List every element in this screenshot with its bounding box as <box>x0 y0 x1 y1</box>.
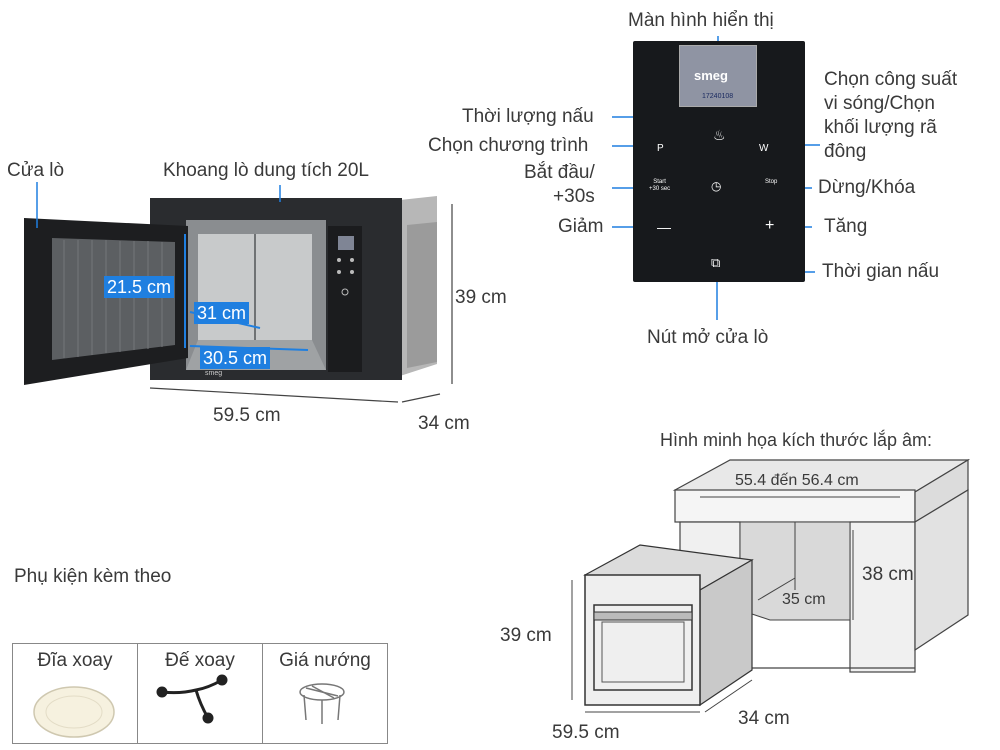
oven-button-dot <box>337 258 341 262</box>
cabinet-depth-label: 35 cm <box>782 591 826 608</box>
built-in-oven-drawing <box>583 544 754 707</box>
increase-label: Tăng <box>824 216 868 237</box>
power-label-line: Chọn công suất <box>824 69 958 90</box>
oven-door-button <box>341 288 349 296</box>
display-label: Màn hình hiển thị <box>628 10 774 31</box>
accessories-title: Phụ kiện kèm theo <box>14 566 172 587</box>
oven-button-dot <box>350 270 354 274</box>
clock-key-icon[interactable]: ◷ <box>711 179 722 193</box>
power-label-line: vi sóng/Chọn <box>824 93 935 114</box>
door-label: Cửa lò <box>7 160 65 181</box>
start-key-bottom: +30 sec <box>649 186 671 192</box>
control-panel: smeg 17240108 P W ♨ Start +30 sec ◷ Stop… <box>633 41 805 282</box>
panel-display-brand: smeg <box>694 68 728 83</box>
installation-dimension-lines <box>571 496 900 713</box>
oven-button-dot <box>337 270 341 274</box>
accessory-label: Đĩa xoay <box>37 650 113 671</box>
inner-height-tag: 21.5 cm <box>104 276 175 298</box>
depth-label: 34 cm <box>418 413 470 434</box>
inner-width-tag: 30.5 cm <box>200 347 271 369</box>
start-label-line: +30s <box>553 186 595 207</box>
accessory-cell: Đế xoay <box>137 643 263 744</box>
cabinet-width-label: 55.4 đến 56.4 cm <box>735 472 859 489</box>
oven-control-strip <box>328 226 362 372</box>
accessories-table: Đĩa xoay Đế xoay Giá nướng <box>12 643 388 744</box>
program-label: Chọn chương trình <box>428 135 589 156</box>
decrease-key-icon[interactable]: — <box>657 219 671 235</box>
oven-button-dot <box>350 258 354 262</box>
accessory-label: Giá nướng <box>279 650 371 671</box>
stop-label: Dừng/Khóa <box>818 177 916 198</box>
door-open-key-icon[interactable]: ⧉ <box>711 255 721 270</box>
power-label: Chọn công suất vi sóng/Chọn khối lượng r… <box>824 68 957 164</box>
decrease-label: Giảm <box>558 216 604 237</box>
start-key-top: Start <box>653 179 666 185</box>
increase-key-icon[interactable]: + <box>765 217 775 234</box>
cabinet-height-label: 38 cm <box>862 564 914 585</box>
oven-depth-label: 34 cm <box>738 708 790 729</box>
door-open-label: Nút mở cửa lò <box>647 327 769 348</box>
power-key[interactable]: W <box>759 143 769 154</box>
power-label-line: khối lượng rã <box>824 117 937 138</box>
accessory-cell: Giá nướng <box>262 643 388 744</box>
cavity-label: Khoang lò dung tích 20L <box>163 160 370 181</box>
power-label-line: đông <box>824 141 867 162</box>
cook-duration-key-icon[interactable]: ♨ <box>713 127 726 143</box>
outer-dimension-lines <box>149 204 453 403</box>
oven-door-window <box>52 238 175 360</box>
panel-display-code: 17240108 <box>702 93 734 100</box>
stop-key[interactable]: Stop <box>765 179 778 185</box>
cabinet-drawing <box>672 458 971 673</box>
height-label: 39 cm <box>455 287 507 308</box>
program-key[interactable]: P <box>657 143 664 154</box>
accessory-cell: Đĩa xoay <box>12 643 138 744</box>
microwave-leader-lines <box>36 182 281 228</box>
cook-duration-label: Thời lượng nấu <box>462 106 594 127</box>
oven-width-label: 59.5 cm <box>552 722 620 743</box>
panel-display: smeg 17240108 <box>679 45 757 107</box>
start-key[interactable]: Start +30 sec <box>649 179 670 193</box>
installation-title: Hình minh họa kích thước lắp âm: <box>660 430 932 450</box>
accessory-label: Đế xoay <box>165 650 235 671</box>
start-label-line: Bắt đầu/ <box>524 162 595 183</box>
oven-mini-display <box>338 236 354 250</box>
start-label: Bắt đầu/ +30s <box>524 161 595 209</box>
oven-side-shade <box>407 222 437 368</box>
oven-height-label: 39 cm <box>500 625 552 646</box>
cook-time-label: Thời gian nấu <box>822 261 940 282</box>
width-label: 59.5 cm <box>213 405 281 426</box>
oven-brand-mark: smeg <box>205 370 222 377</box>
inner-depth-tag: 31 cm <box>194 302 250 324</box>
